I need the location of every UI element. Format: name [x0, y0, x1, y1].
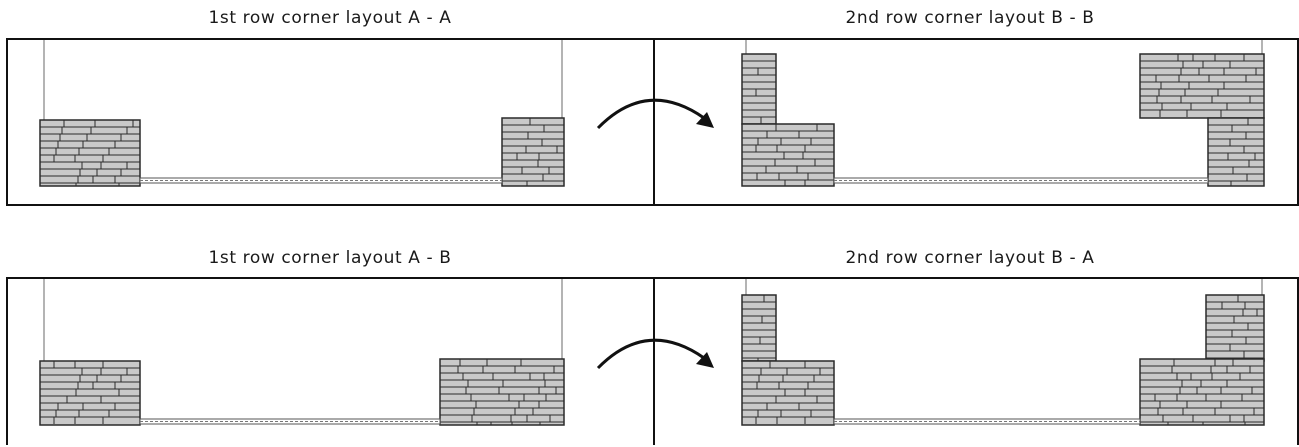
row1-left-title: 1st row corner layout A - A — [208, 8, 452, 28]
stone-block-b2-left — [741, 360, 835, 426]
row2-scene — [39, 279, 1265, 426]
stone-block-a2-left — [39, 360, 141, 426]
stone-column-b1-left — [741, 53, 777, 125]
row2-divider — [653, 279, 655, 445]
stone-block-b1-left — [741, 123, 835, 187]
stone-block-a1-left — [39, 119, 141, 187]
row2-right-title: 2nd row corner layout B - A — [845, 248, 1095, 268]
row1-right-title: 2nd row corner layout B - B — [845, 8, 1095, 28]
row1-scene — [39, 40, 1265, 187]
row2-curved-arrow-icon — [596, 338, 714, 370]
rail-b1 — [833, 177, 1209, 184]
stone-block-a1-right — [501, 117, 565, 187]
stone-column-b2-left — [741, 294, 777, 362]
row1-panel — [6, 38, 1299, 206]
stone-block-b2-right — [1139, 358, 1265, 426]
stone-block-a2-right — [439, 358, 565, 426]
row2-left-title: 1st row corner layout A - B — [208, 248, 452, 268]
row1-divider — [653, 40, 655, 204]
rail-b2 — [833, 418, 1141, 425]
row2-panel — [6, 277, 1299, 445]
stone-upper-b1-right — [1139, 53, 1265, 119]
stone-lower-b1-right — [1207, 117, 1265, 187]
stone-column-b2-right — [1205, 294, 1265, 362]
row1-curved-arrow-icon — [596, 98, 714, 130]
rail-a1 — [139, 177, 503, 184]
rail-a2 — [139, 418, 441, 425]
